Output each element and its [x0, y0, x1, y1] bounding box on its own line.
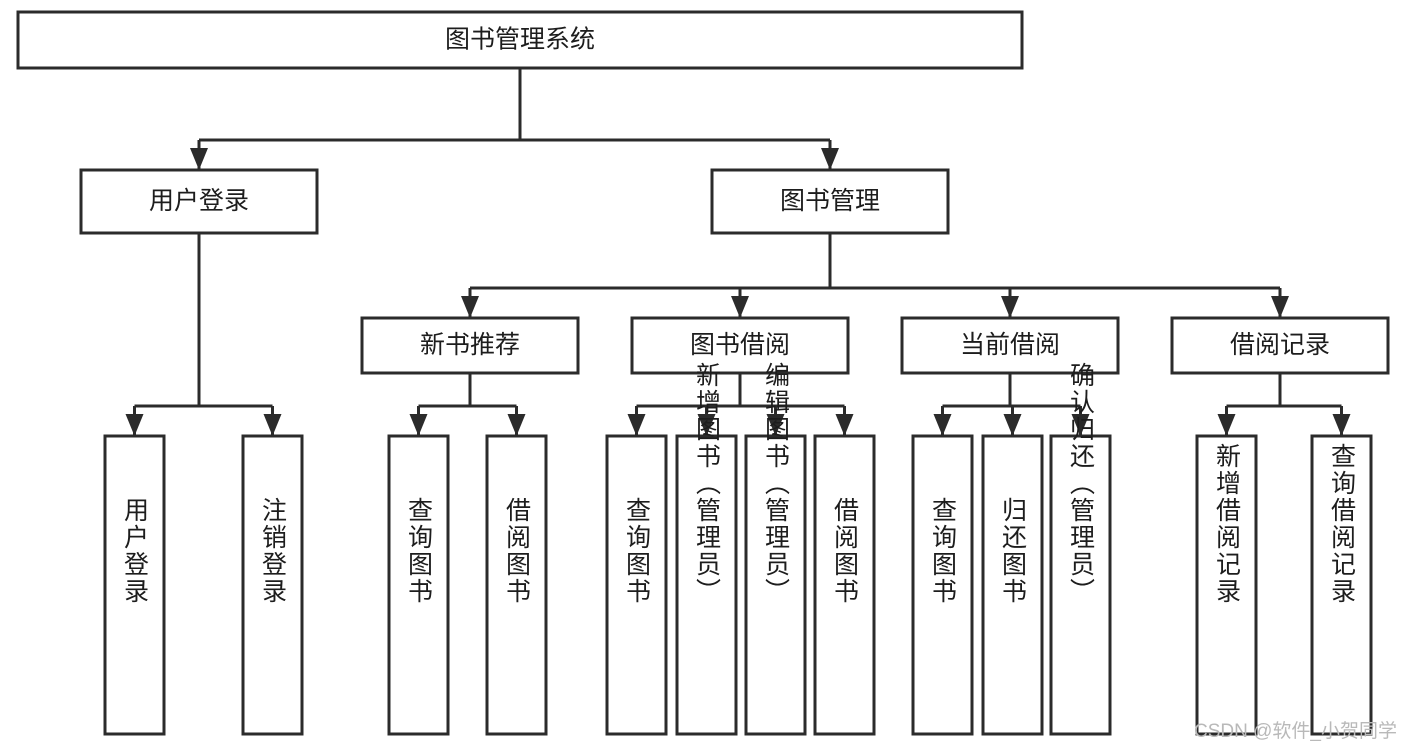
node-leaf-query-book-2-box[interactable]	[605, 434, 668, 736]
node-new-book-rec-box[interactable]	[360, 316, 580, 375]
node-current-borrow-label: 当前借阅	[960, 331, 1060, 359]
node-leaf-return-book[interactable]: 归还图书	[981, 434, 1044, 736]
node-leaf-add-book-label: 新增图书（管理员）	[693, 362, 722, 605]
node-leaf-query-book-3[interactable]: 查询图书	[911, 434, 974, 736]
node-leaf-borrow-book-1[interactable]: 借阅图书	[485, 434, 548, 736]
node-borrow-record-box[interactable]	[1170, 316, 1390, 375]
node-leaf-borrow-book-2[interactable]: 借阅图书	[813, 434, 876, 736]
node-leaf-borrow-book-1-box[interactable]	[485, 434, 548, 736]
node-leaf-query-book-1[interactable]: 查询图书	[387, 434, 450, 736]
node-new-book-rec[interactable]: 新书推荐	[360, 316, 580, 375]
node-leaf-query-record-label: 查询借阅记录	[1328, 443, 1357, 605]
node-leaf-add-book-box[interactable]	[675, 434, 738, 736]
node-leaf-query-book-3-box[interactable]	[911, 434, 974, 736]
watermark-label: CSDN @软件_小贺同学	[1194, 721, 1397, 742]
node-book-manage-box[interactable]	[710, 168, 950, 235]
node-leaf-user-login-label: 用户登录	[121, 497, 150, 605]
node-leaf-query-book-2-label: 查询图书	[623, 497, 652, 605]
node-root[interactable]: 图书管理系统	[16, 10, 1024, 70]
node-leaf-add-record-label: 新增借阅记录	[1213, 443, 1242, 605]
node-leaf-user-login-box[interactable]	[103, 434, 166, 736]
node-leaf-borrow-book-2-box[interactable]	[813, 434, 876, 736]
node-leaf-return-book-box[interactable]	[981, 434, 1044, 736]
node-leaf-borrow-book-2-label: 借阅图书	[831, 497, 860, 605]
node-book-borrow-label: 图书借阅	[690, 331, 790, 359]
node-leaf-return-book-label: 归还图书	[999, 497, 1028, 605]
node-leaf-edit-book-label: 编辑图书（管理员）	[762, 362, 791, 605]
node-leaf-query-record[interactable]: 查询借阅记录	[1310, 434, 1373, 736]
node-leaf-confirm-return[interactable]: 确认归还（管理员）	[1049, 362, 1112, 736]
node-book-borrow[interactable]: 图书借阅	[630, 316, 850, 375]
node-leaf-add-record-box[interactable]	[1195, 434, 1258, 736]
node-leaf-user-logout[interactable]: 注销登录	[241, 434, 304, 736]
node-leaf-query-book-1-label: 查询图书	[405, 497, 434, 605]
node-leaf-user-logout-label: 注销登录	[259, 497, 288, 605]
node-leaf-edit-book-box[interactable]	[744, 434, 807, 736]
node-borrow-record[interactable]: 借阅记录	[1170, 316, 1390, 375]
node-leaf-query-book-1-box[interactable]	[387, 434, 450, 736]
node-root-box[interactable]	[16, 10, 1024, 70]
node-user-login[interactable]: 用户登录	[79, 168, 319, 235]
nodes-layer: 图书管理系统用户登录图书管理新书推荐图书借阅当前借阅借阅记录用户登录注销登录查询…	[16, 10, 1390, 736]
node-user-login-box[interactable]	[79, 168, 319, 235]
node-leaf-add-record[interactable]: 新增借阅记录	[1195, 434, 1258, 736]
node-borrow-record-label: 借阅记录	[1230, 331, 1330, 359]
node-leaf-confirm-return-box[interactable]	[1049, 434, 1112, 736]
node-book-manage[interactable]: 图书管理	[710, 168, 950, 235]
node-leaf-confirm-return-label: 确认归还（管理员）	[1067, 362, 1096, 605]
node-new-book-rec-label: 新书推荐	[420, 331, 520, 359]
node-leaf-user-login[interactable]: 用户登录	[103, 434, 166, 736]
node-current-borrow[interactable]: 当前借阅	[900, 316, 1120, 375]
node-current-borrow-box[interactable]	[900, 316, 1120, 375]
node-leaf-query-book-2[interactable]: 查询图书	[605, 434, 668, 736]
node-leaf-query-book-3-label: 查询图书	[929, 497, 958, 605]
node-book-borrow-box[interactable]	[630, 316, 850, 375]
node-leaf-edit-book[interactable]: 编辑图书（管理员）	[744, 362, 807, 736]
edges-layer	[125, 68, 1351, 436]
node-user-login-label: 用户登录	[149, 187, 249, 215]
node-leaf-query-record-box[interactable]	[1310, 434, 1373, 736]
node-leaf-borrow-book-1-label: 借阅图书	[503, 497, 532, 605]
node-root-label: 图书管理系统	[445, 26, 595, 54]
node-book-manage-label: 图书管理	[780, 187, 880, 215]
node-leaf-user-logout-box[interactable]	[241, 434, 304, 736]
node-leaf-add-book[interactable]: 新增图书（管理员）	[675, 362, 738, 736]
